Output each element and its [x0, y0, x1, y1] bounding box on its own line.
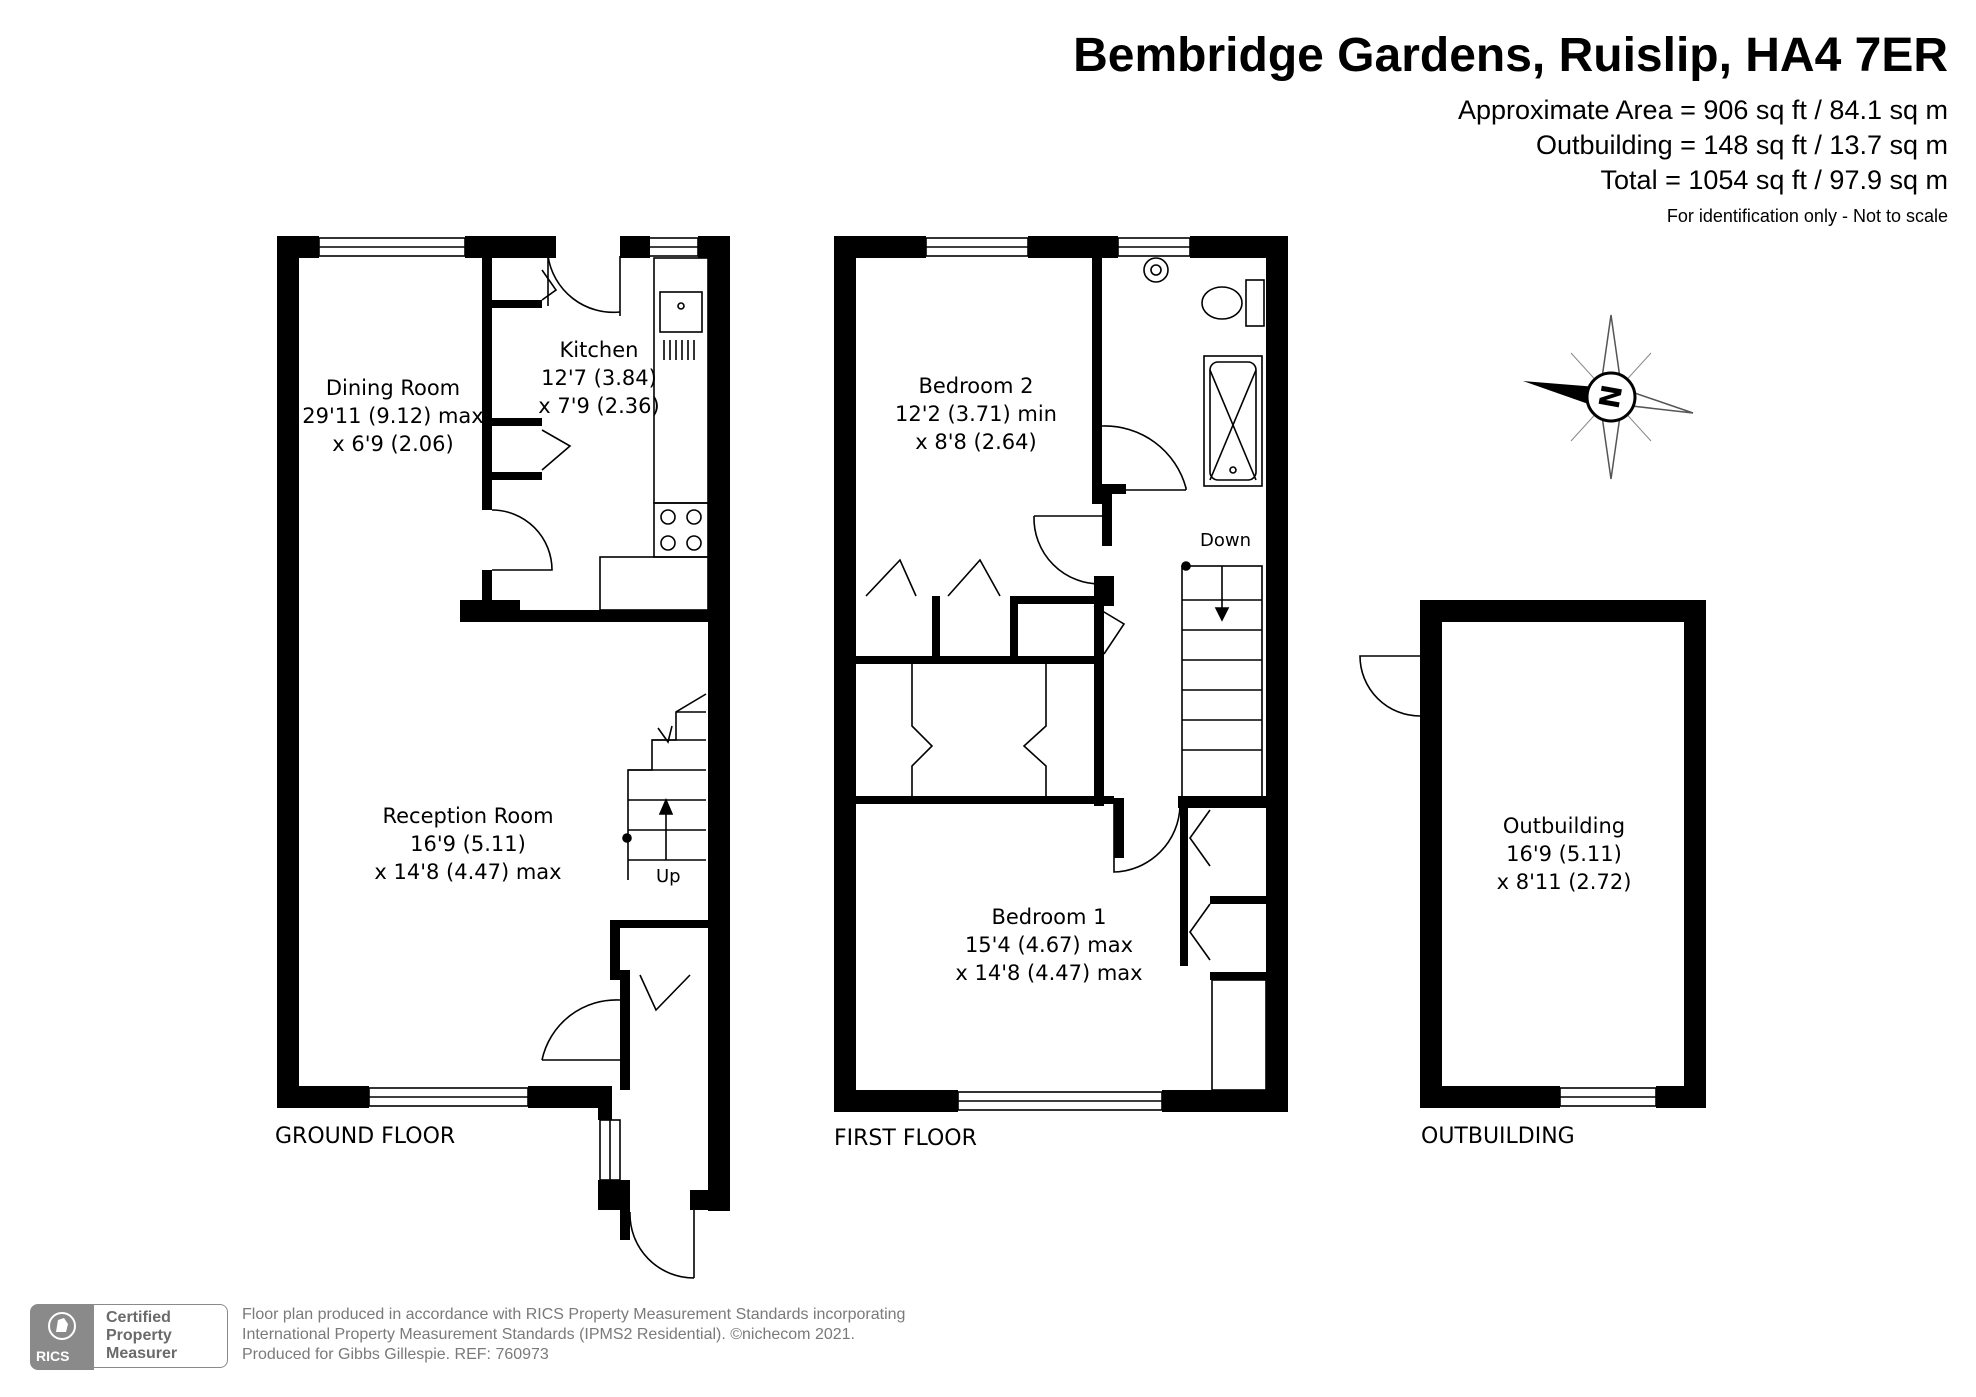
- rics-badge: RICS Certified Property Measurer: [30, 1304, 230, 1370]
- ground-floor-label: GROUND FLOOR: [275, 1124, 456, 1149]
- total-area: Total = 1054 sq ft / 97.9 sq m: [1600, 165, 1948, 195]
- identification-note: For identification only - Not to scale: [1666, 206, 1948, 226]
- bedroom-1-length: 15'4 (4.67) max: [964, 933, 1134, 957]
- footer-notice: Floor plan produced in accordance with R…: [242, 1305, 905, 1365]
- bedroom-2-width: x 8'8 (2.64): [915, 430, 1037, 454]
- outbuilding-floor-label: OUTBUILDING: [1421, 1124, 1575, 1149]
- badge-line: Certified: [106, 1309, 171, 1326]
- bedroom-1-label: Bedroom 1 15'4 (4.67) max x 14'8 (4.47) …: [955, 903, 1142, 987]
- bedroom-2-name: Bedroom 2: [918, 374, 1034, 398]
- footer-line: Floor plan produced in accordance with R…: [242, 1306, 906, 1323]
- outbuilding-room-label: Outbuilding 16'9 (5.11) x 8'11 (2.72): [1497, 812, 1632, 896]
- dining-room-label: Dining Room 29'11 (9.12) max x 6'9 (2.06…: [302, 374, 483, 458]
- bedroom-1-name: Bedroom 1: [991, 905, 1107, 929]
- outbuilding-room-width: x 8'11 (2.72): [1496, 870, 1632, 894]
- kitchen-name: Kitchen: [559, 338, 639, 362]
- outbuilding-room-length: 16'9 (5.11): [1506, 842, 1622, 866]
- outbuilding-area: Outbuilding = 148 sq ft / 13.7 sq m: [1535, 130, 1948, 160]
- fixtures-and-doors: [491, 255, 1421, 1279]
- bedroom-2-length: 12'2 (3.71) min: [895, 402, 1057, 426]
- first-floor-label: FIRST FLOOR: [834, 1126, 977, 1151]
- reception-room-length: 16'9 (5.11): [410, 832, 526, 856]
- dining-room-width: x 6'9 (2.06): [332, 432, 454, 456]
- bedroom-2-label: Bedroom 2 12'2 (3.71) min x 8'8 (2.64): [895, 372, 1057, 456]
- rics-word: RICS: [36, 1348, 70, 1364]
- reception-room-name: Reception Room: [382, 804, 554, 828]
- footer-line: International Property Measurement Stand…: [242, 1326, 855, 1343]
- certified-property-measurer: Certified Property Measurer: [94, 1304, 228, 1368]
- kitchen-length: 12'7 (3.84): [541, 366, 657, 390]
- reception-room-label: Reception Room 16'9 (5.11) x 14'8 (4.47)…: [374, 802, 561, 886]
- bedroom-1-width: x 14'8 (4.47) max: [955, 961, 1143, 985]
- property-title: Bembridge Gardens, Ruislip, HA4 7ER: [1073, 29, 1948, 82]
- windows: [318, 237, 1657, 1181]
- dining-room-length: 29'11 (9.12) max: [302, 404, 484, 428]
- approximate-area: Approximate Area = 906 sq ft / 84.1 sq m: [1457, 95, 1948, 125]
- stairs-up-label: Up: [656, 866, 681, 887]
- badge-line: Property: [106, 1327, 172, 1344]
- dining-room-name: Dining Room: [325, 376, 461, 400]
- outbuilding-room-name: Outbuilding: [1502, 814, 1626, 838]
- kitchen-width: x 7'9 (2.36): [538, 394, 660, 418]
- rics-logo-icon: RICS: [30, 1304, 94, 1370]
- kitchen-label: Kitchen 12'7 (3.84) x 7'9 (2.36): [538, 336, 659, 420]
- compass-north-icon: [1523, 314, 1694, 480]
- badge-line: Measurer: [106, 1345, 178, 1362]
- reception-room-width: x 14'8 (4.47) max: [374, 860, 562, 884]
- walls: [277, 236, 1706, 1240]
- footer-line: Produced for Gibbs Gillespie. REF: 76097…: [242, 1346, 549, 1363]
- stairs-down-label: Down: [1200, 530, 1252, 551]
- lion-crest-icon: [48, 1312, 76, 1340]
